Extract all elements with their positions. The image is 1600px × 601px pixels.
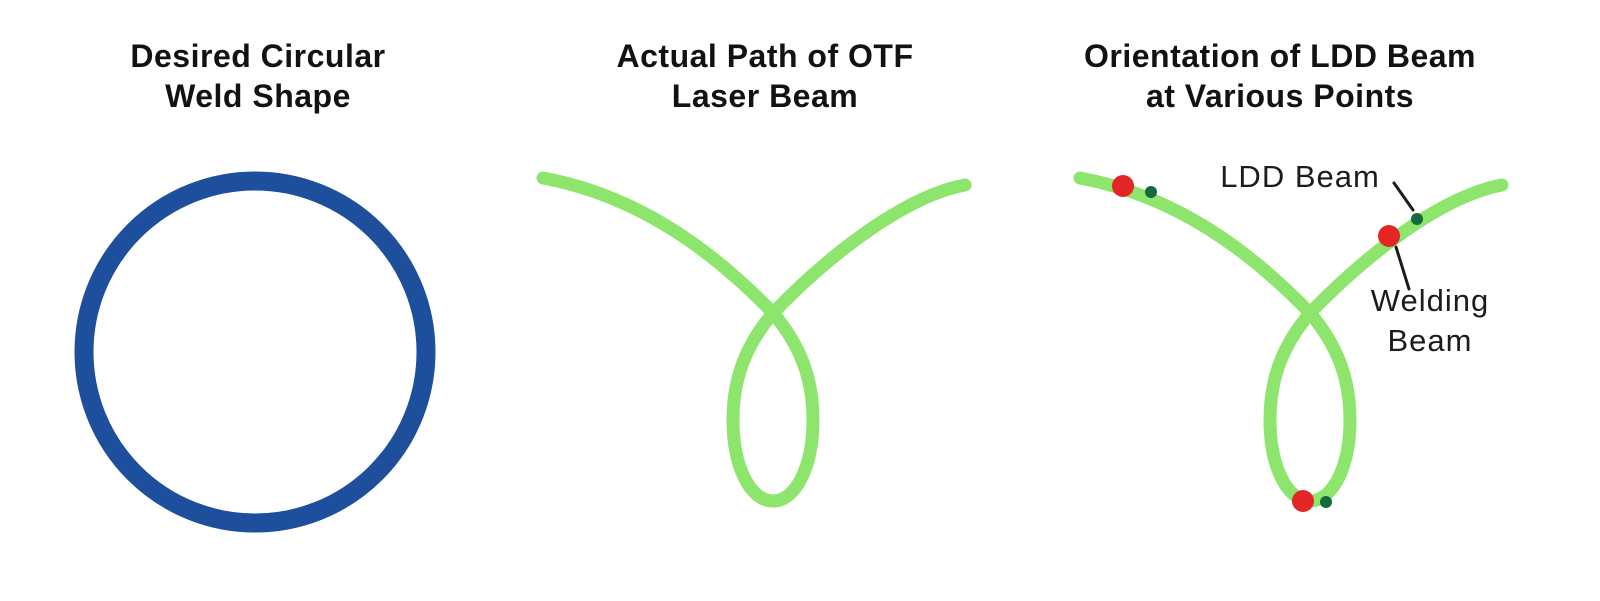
panel-title-orientation: Orientation of LDD Beam at Various Point… — [1084, 36, 1476, 116]
panel-title-desired-weld: Desired Circular Weld Shape — [130, 36, 385, 116]
ldd-beam-dot-3 — [1320, 496, 1332, 508]
panel-title-desired-weld-line2: Weld Shape — [165, 78, 351, 114]
ldd-beam-pointer-line — [1392, 181, 1415, 212]
welding-beam-dot-1 — [1112, 175, 1134, 197]
ldd-beam-dot-1 — [1145, 186, 1157, 198]
panel-title-orientation-line1: Orientation of LDD Beam — [1084, 38, 1476, 74]
welding-beam-dot-2 — [1378, 225, 1400, 247]
panel-title-actual-path: Actual Path of OTF Laser Beam — [617, 36, 914, 116]
ldd-beam-dot-2 — [1411, 213, 1423, 225]
welding-beam-label-line2: Beam — [1387, 323, 1473, 358]
welding-beam-pointer-line — [1394, 245, 1411, 291]
panel-title-actual-path-line2: Laser Beam — [671, 78, 859, 114]
welding-beam-label-line1: Welding — [1370, 283, 1490, 318]
desired-weld-circle — [74, 171, 436, 533]
panel-title-actual-path-line1: Actual Path of OTF — [616, 38, 914, 74]
ldd-beam-label: LDD Beam — [1220, 159, 1380, 194]
otf-laser-path — [536, 171, 972, 508]
panel-title-orientation-line2: at Various Points — [1145, 78, 1415, 114]
welding-beam-dot-3 — [1292, 490, 1314, 512]
welding-beam-label: Welding Beam — [1371, 281, 1489, 361]
orientation-figure — [1073, 171, 1509, 512]
panel-title-desired-weld-line1: Desired Circular — [130, 38, 386, 74]
